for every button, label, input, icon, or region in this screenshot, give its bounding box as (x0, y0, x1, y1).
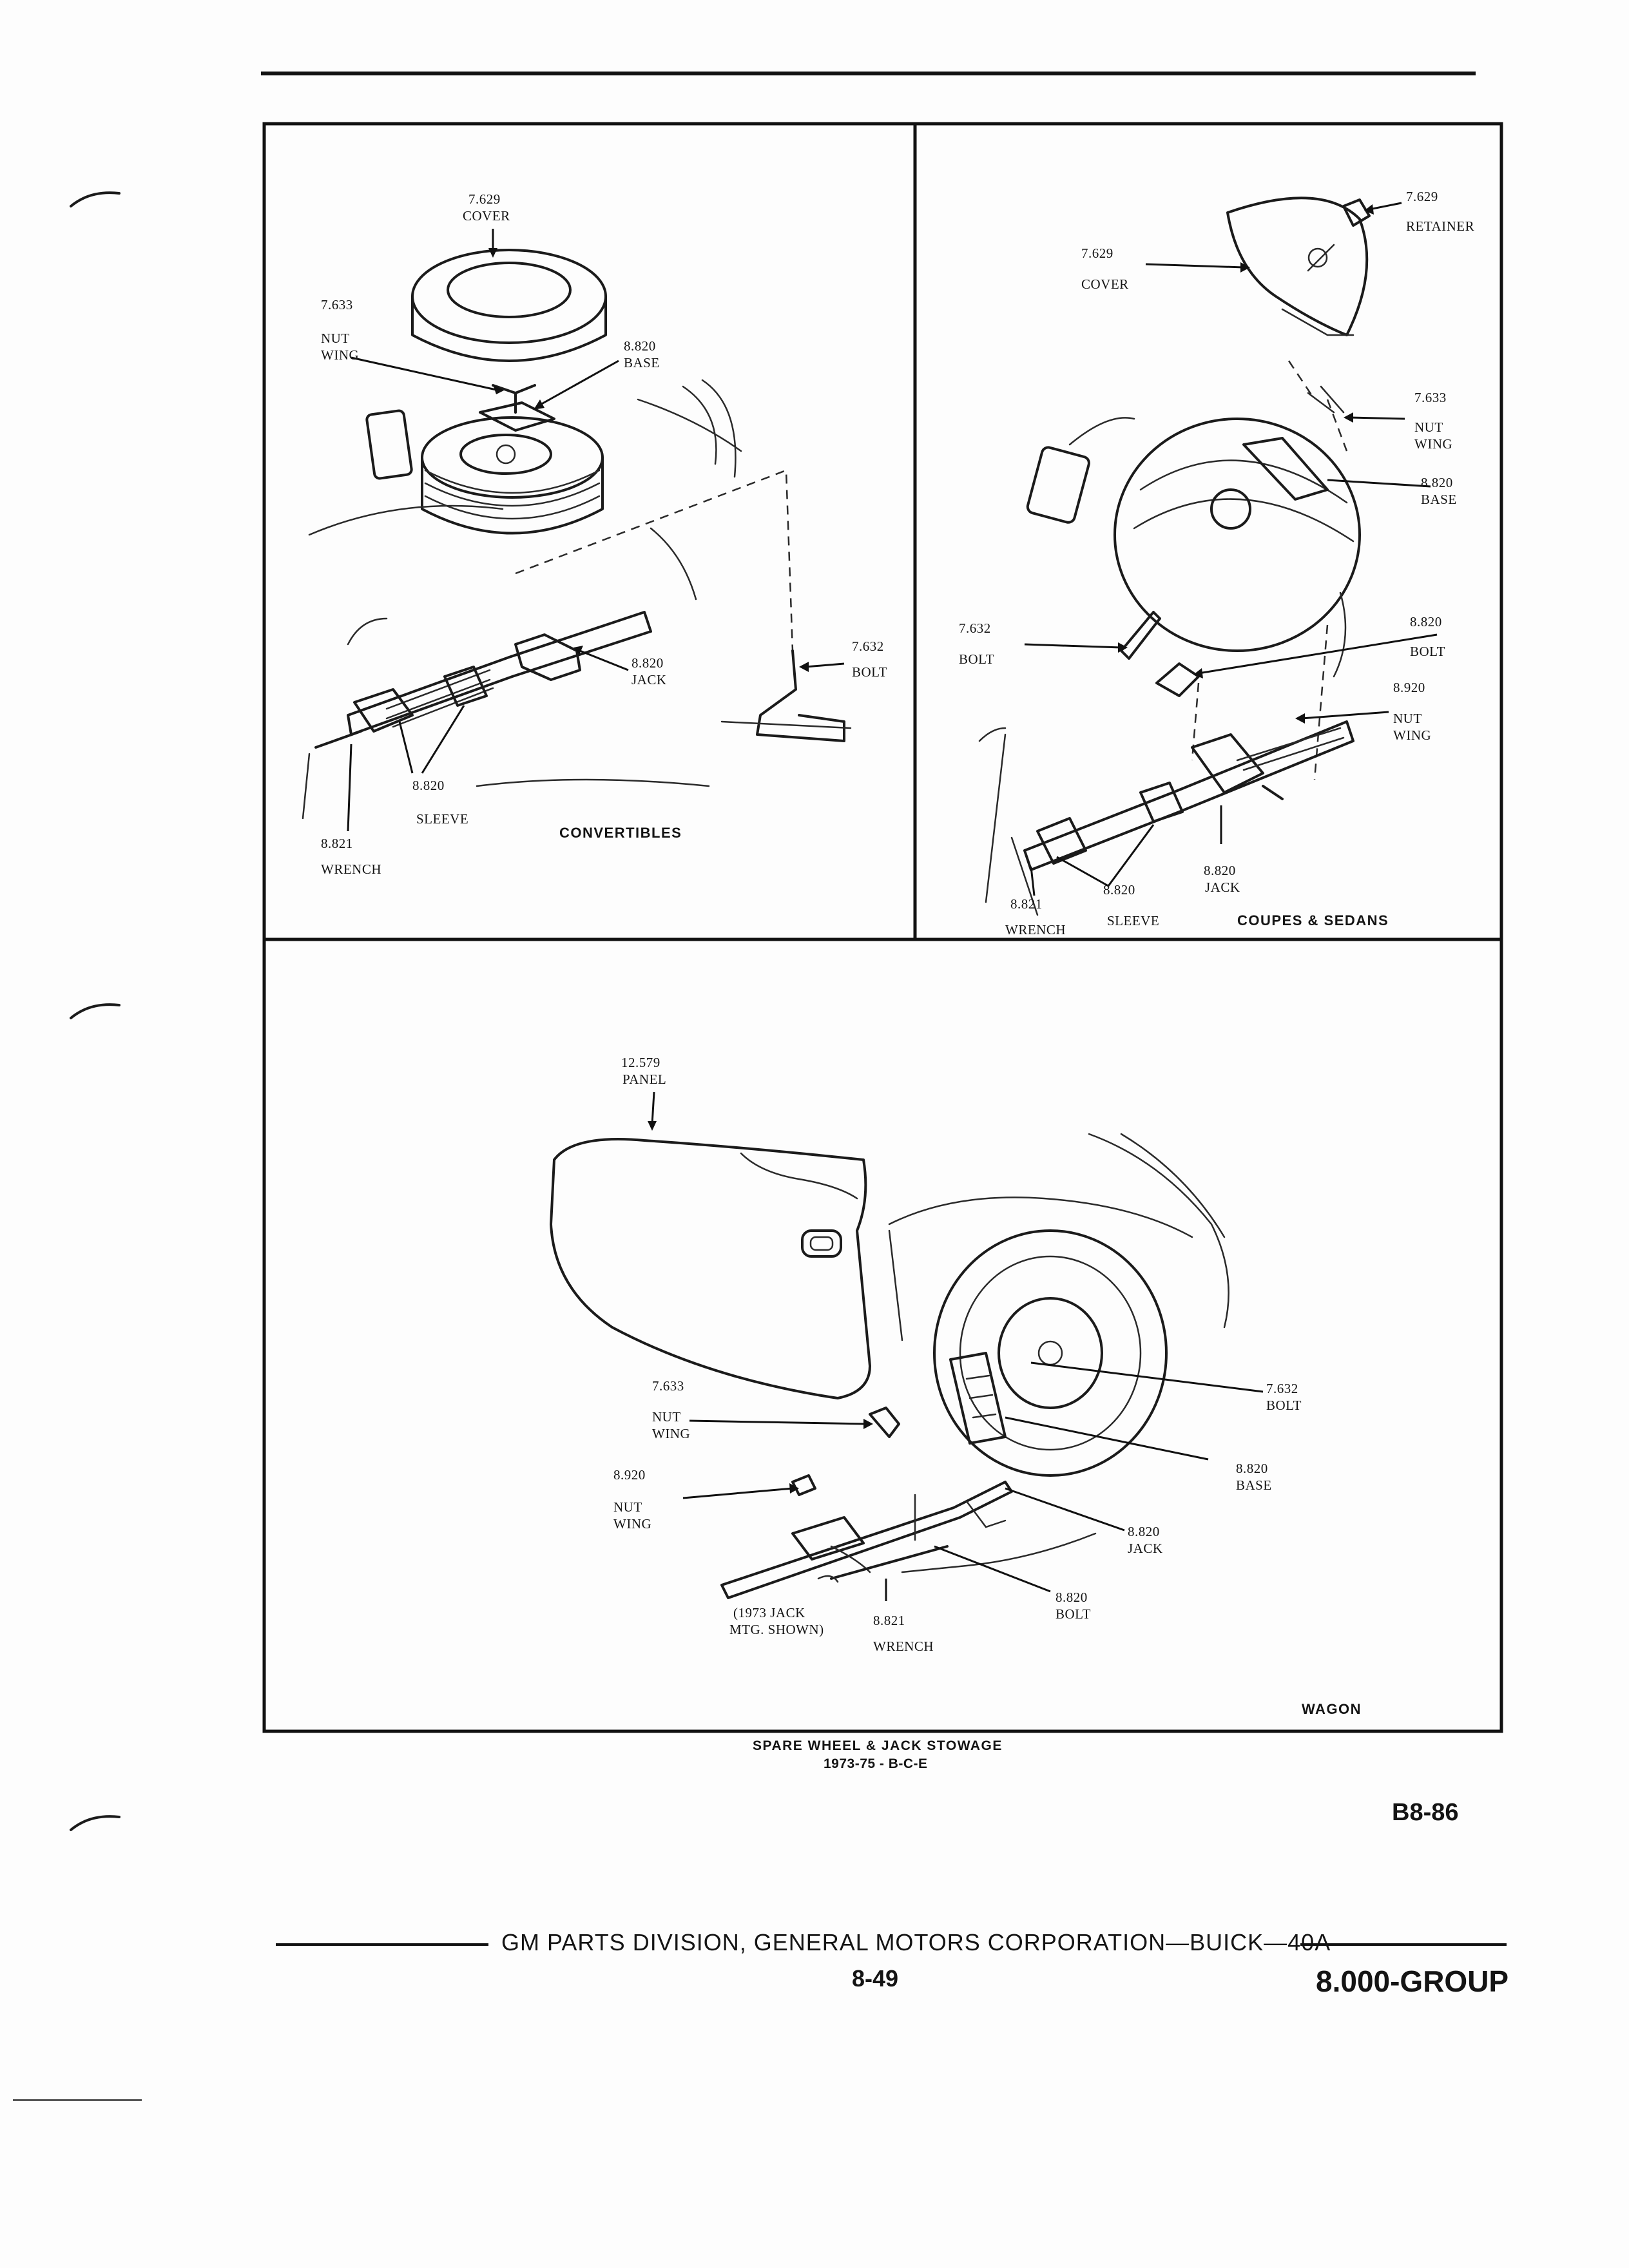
label-bolt-name: BOLT (852, 664, 887, 680)
caption-convertibles: CONVERTIBLES (559, 825, 682, 841)
label-bolt2-num: 8.820 (1055, 1590, 1088, 1605)
binder-mark (70, 1003, 120, 1019)
label-base-name: BASE (624, 355, 660, 370)
label-wrench-name: WRENCH (321, 861, 381, 877)
label-bolt-num: 7.632 (852, 639, 884, 654)
label-nut-wing-line2: WING (321, 347, 360, 363)
label-jack-name: JACK (631, 672, 667, 687)
label-base-name-2: BASE (1421, 492, 1457, 507)
label-wrench-num-3: 8.821 (873, 1613, 905, 1628)
label-cover-num-2: 7.629 (1081, 245, 1113, 261)
label-retainer-num: 7.629 (1406, 189, 1438, 204)
label-bolt-left-num: 7.632 (959, 620, 991, 636)
label-nut-wing-line2-3: WING (652, 1426, 691, 1441)
label-cover-name: COVER (463, 208, 510, 224)
label-panel-name: PANEL (622, 1072, 667, 1087)
figure-caption-years: 1973-75 - B-C-E (824, 1756, 928, 1771)
label-nut-wing-line2-2: WING (1414, 436, 1453, 452)
label-bolt-right-name: BOLT (1410, 644, 1445, 659)
coupe-spare-wheel (978, 197, 1371, 916)
label-jack-name-3: JACK (1128, 1541, 1163, 1556)
label-nut-wing-num-2: 7.633 (1414, 390, 1447, 405)
label-base-num-2: 8.820 (1421, 475, 1453, 490)
label-jack-note-line2: MTG. SHOWN) (729, 1622, 824, 1637)
footer-page-number: 8-49 (852, 1965, 899, 1992)
label-wrench-name-2: WRENCH (1005, 922, 1066, 937)
convertible-leaders (347, 229, 845, 832)
caption-wagon: WAGON (1302, 1701, 1362, 1717)
label-nut-wing2-num: 8.920 (1393, 680, 1425, 695)
label-base-name-3: BASE (1236, 1477, 1272, 1493)
label-jack-num-2: 8.820 (1204, 863, 1236, 878)
label-sleeve-name: SLEEVE (416, 811, 469, 827)
coupe-leaders (1024, 202, 1438, 896)
wagon-leaders (648, 1091, 1264, 1601)
caption-coupes-sedans: COUPES & SEDANS (1237, 912, 1389, 928)
label-sleeve-num-2: 8.820 (1103, 882, 1135, 898)
label-wrench-num-2: 8.821 (1010, 896, 1043, 912)
label-bolt-name-3: BOLT (1266, 1398, 1302, 1413)
label-bolt-right-num: 8.820 (1410, 614, 1442, 629)
label-retainer-name: RETAINER (1406, 218, 1475, 234)
label-bolt-num-3: 7.632 (1266, 1381, 1298, 1396)
label-wrench-name-3: WRENCH (873, 1639, 934, 1654)
binder-mark (70, 191, 120, 207)
footer-rule-right (1300, 1943, 1507, 1946)
wagon-spare-wheel (550, 1133, 1229, 1599)
footer-publisher: GM PARTS DIVISION, GENERAL MOTORS CORPOR… (501, 1929, 1331, 1956)
label-nut-wing-line1-3: NUT (652, 1409, 681, 1425)
label-wrench-num: 8.821 (321, 836, 353, 851)
convertible-spare-wheel (302, 249, 852, 820)
label-jack-num: 8.820 (631, 655, 664, 671)
label-nut-wing-line1: NUT (321, 331, 350, 346)
label-nut-wing2-line1-3: NUT (613, 1499, 642, 1515)
label-jack-note-line1: (1973 JACK (733, 1605, 805, 1620)
label-base-num: 8.820 (624, 338, 656, 354)
label-nut-wing-num: 7.633 (321, 297, 353, 312)
figure-id: B8-86 (1392, 1799, 1459, 1826)
label-bolt2-name: BOLT (1055, 1606, 1091, 1622)
footer-rule-left (276, 1943, 488, 1946)
binder-mark (70, 1815, 120, 1831)
label-jack-num-3: 8.820 (1128, 1524, 1160, 1539)
label-panel-num: 12.579 (621, 1055, 660, 1070)
bottom-stray-rule (13, 2099, 142, 2101)
diagram-frame (262, 122, 1503, 1733)
label-nut-wing-num-3: 7.633 (652, 1378, 684, 1394)
label-jack-name-2: JACK (1205, 879, 1240, 895)
label-cover-num: 7.629 (468, 191, 501, 207)
label-nut-wing2-line1: NUT (1393, 711, 1422, 726)
label-sleeve-num: 8.820 (412, 778, 445, 793)
label-sleeve-name-2: SLEEVE (1107, 913, 1160, 928)
figure-caption-title: SPARE WHEEL & JACK STOWAGE (753, 1738, 1003, 1753)
label-nut-wing2-line2: WING (1393, 727, 1432, 743)
label-nut-wing-line1-2: NUT (1414, 419, 1443, 435)
label-nut-wing2-num-3: 8.920 (613, 1467, 646, 1483)
label-base-num-3: 8.820 (1236, 1461, 1268, 1476)
label-bolt-left-name: BOLT (959, 651, 994, 667)
label-nut-wing2-line2-3: WING (613, 1516, 652, 1532)
footer-group: 8.000-GROUP (1316, 1965, 1509, 1998)
label-cover-name-2: COVER (1081, 276, 1129, 292)
